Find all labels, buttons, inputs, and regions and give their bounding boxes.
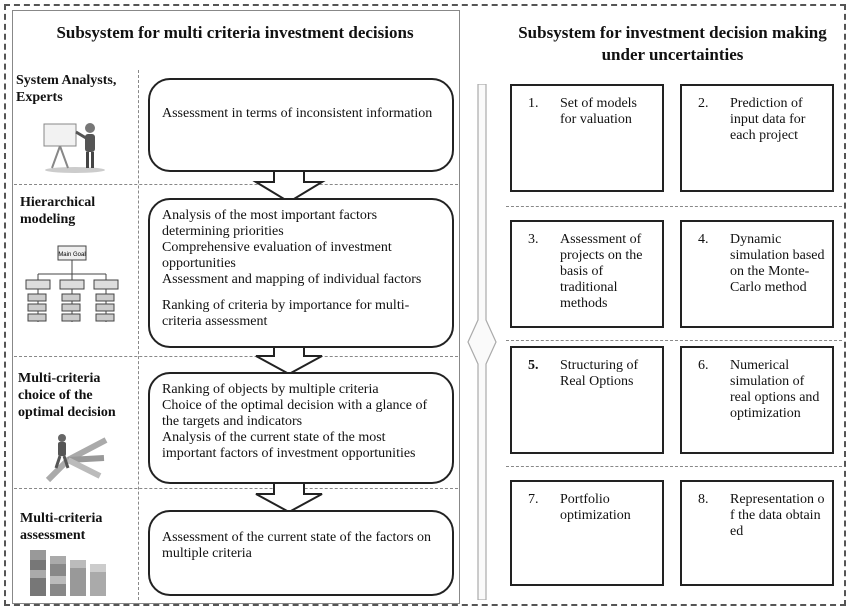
model-7-text: Portfolio optimization [560, 492, 631, 523]
model-box-5: 5. Structuring of Real Options [510, 346, 664, 454]
hierarchy-illustration: Main Goal [25, 245, 119, 322]
step-3-item-1: Ranking of objects by multiple criteria [162, 382, 379, 397]
down-arrow-3 [255, 482, 323, 514]
left-subsystem-title: Subsystem for multi criteria investment … [56, 23, 414, 42]
row-label-hierarchical: Hierarchical modeling [20, 195, 96, 227]
model-2-text: Prediction of input data for each projec… [730, 96, 806, 143]
model-box-3: 3. Assessment of projects on the basis o… [510, 220, 664, 328]
model-box-4: 4. Dynamic simulation based on the Monte… [680, 220, 834, 328]
step-box-1: Assessment in terms of inconsistent info… [148, 78, 454, 172]
double-arrow-connector [467, 84, 497, 600]
model-4-number: 4. [698, 232, 709, 247]
model-box-2: 2. Prediction of input data for each pro… [680, 84, 834, 192]
row-label-multicriteria-assessment: Multi-criteria assessment [20, 511, 103, 543]
step-3-item-3: Analysis of the current state of the mos… [162, 430, 416, 461]
row-divider-2 [14, 356, 458, 357]
step-2-item-4: Ranking of criteria by importance for mu… [162, 298, 410, 329]
model-3-number: 3. [528, 232, 539, 247]
step-box-3: Ranking of objects by multiple criteria … [148, 372, 454, 484]
step-3-item-2: Choice of the optimal decision with a gl… [162, 398, 428, 429]
right-divider-2 [506, 340, 842, 341]
model-8-text: Representation of the data obtained [730, 492, 825, 539]
model-5-number: 5. [528, 358, 539, 373]
step-box-4: Assessment of the current state of the f… [148, 510, 454, 596]
step-2-item-2: Comprehensive evaluation of investment o… [162, 240, 392, 271]
step-2-item-3: Assessment and mapping of individual fac… [162, 272, 422, 287]
left-panel [12, 10, 460, 604]
model-box-1: 1. Set of models for valuation [510, 84, 664, 192]
step-box-2: Analysis of the most important factors d… [148, 198, 454, 348]
step-4-text: Assessment of the current state of the f… [162, 530, 432, 561]
model-2-number: 2. [698, 96, 709, 111]
label-column-divider [138, 70, 139, 600]
model-4-text: Dynamic simulation based on the Monte-Ca… [730, 232, 825, 295]
model-box-6: 6. Numerical simulation of real options … [680, 346, 834, 454]
model-3-text: Assessment of projects on the basis of t… [560, 232, 643, 311]
model-1-text: Set of models for valuation [560, 96, 637, 127]
row-divider-3 [14, 488, 458, 489]
model-5-text: Structuring of Real Options [560, 358, 639, 389]
step-2-item-1: Analysis of the most important factors d… [162, 208, 378, 239]
model-box-8: 8. Representation of the data obtained [680, 480, 834, 586]
model-8-number: 8. [698, 492, 709, 507]
presenter-illustration [43, 123, 105, 173]
model-6-text: Numerical simulation of real options and… [730, 358, 820, 421]
step-1-text: Assessment in terms of inconsistent info… [162, 106, 433, 121]
model-6-number: 6. [698, 358, 709, 373]
model-box-7: 7. Portfolio optimization [510, 480, 664, 586]
right-divider-3 [506, 466, 842, 467]
row-label-analysts: System Analysts, Experts [16, 73, 117, 105]
model-1-number: 1. [528, 96, 539, 111]
hierarchy-goal-text: Main Goal [58, 252, 85, 258]
right-divider-1 [506, 206, 842, 207]
model-7-number: 7. [528, 492, 539, 507]
crossroads-illustration [45, 434, 108, 482]
right-subsystem-title: Subsystem for investment decision making… [518, 23, 827, 64]
bar-stack-illustration [30, 550, 106, 596]
outer-frame [4, 4, 846, 606]
row-label-multicriteria-choice: Multi-criteria choice of the optimal dec… [18, 371, 116, 420]
row-divider-1 [14, 184, 458, 185]
